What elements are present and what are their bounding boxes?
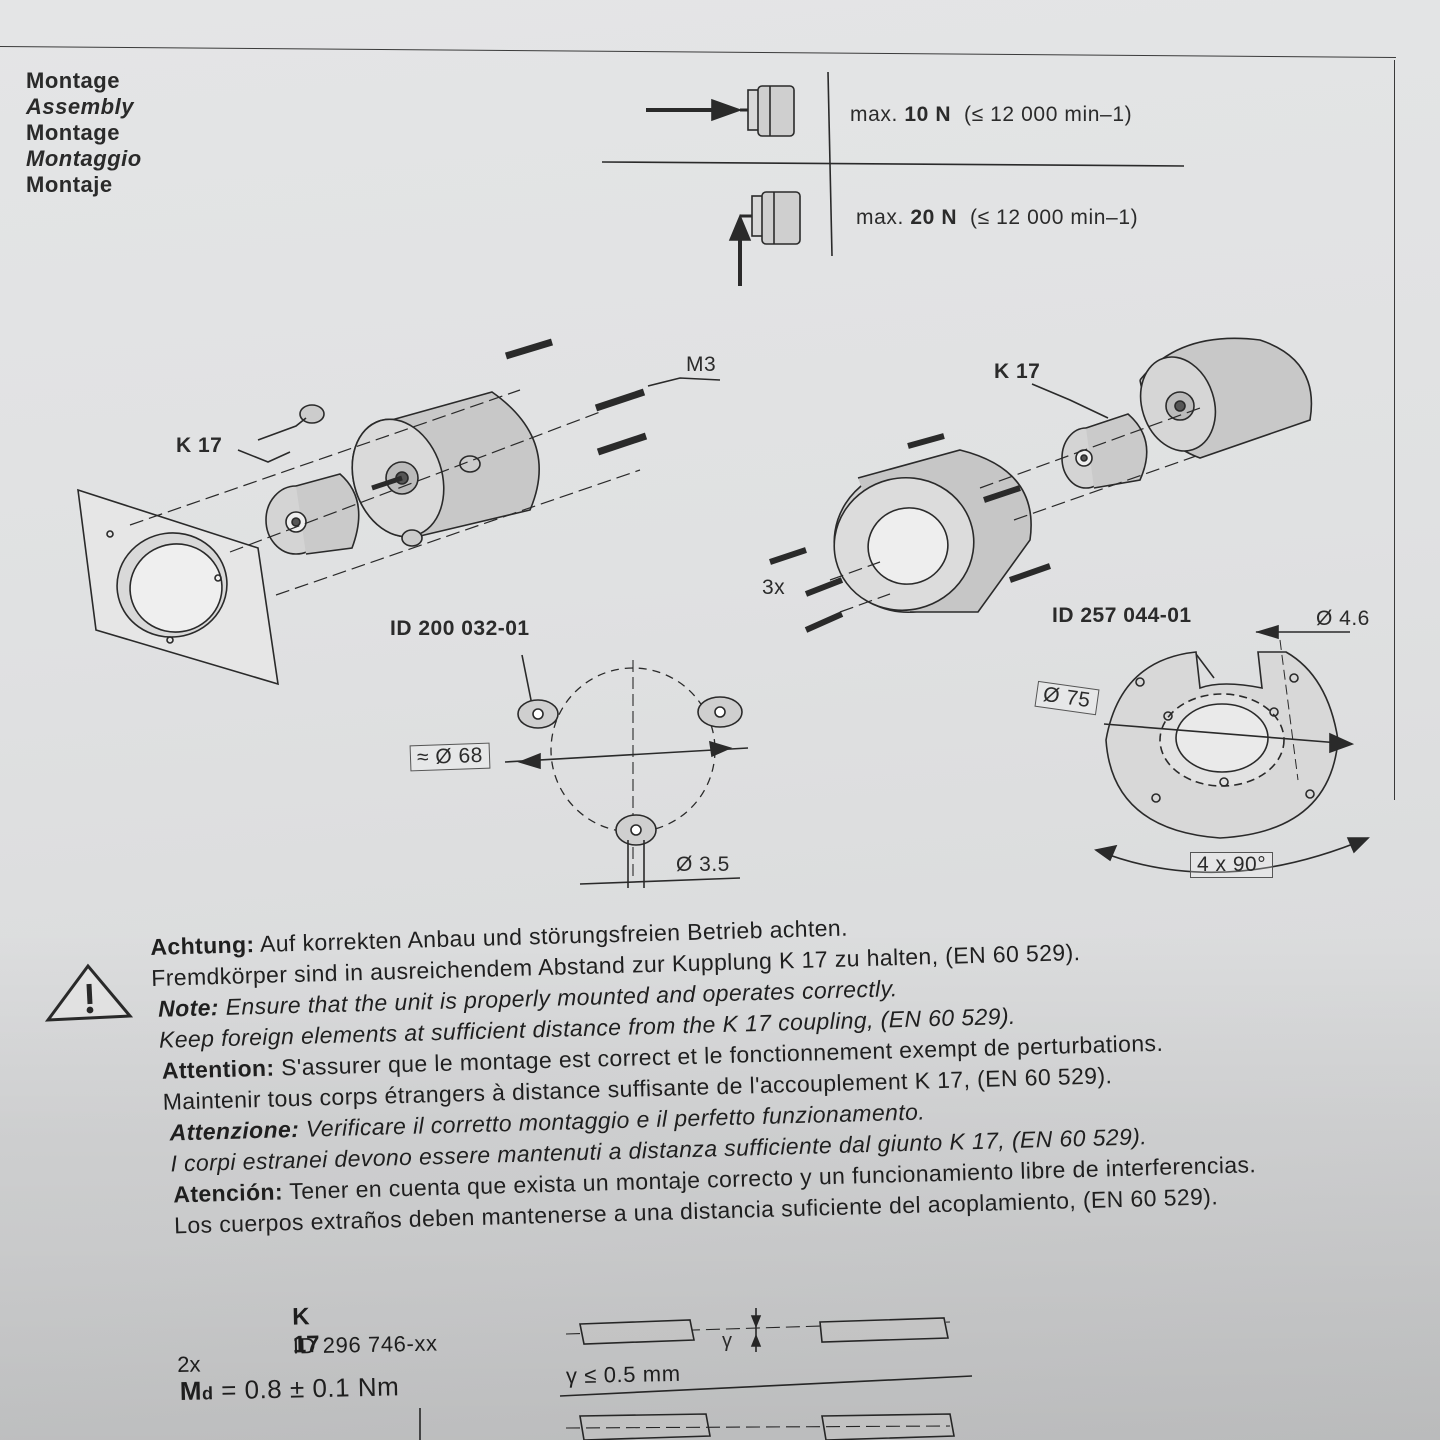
gamma-symbol: γ (722, 1330, 733, 1352)
left-part-id: ID 200 032-01 (390, 617, 530, 640)
load-table-hline (601, 161, 1185, 167)
left-hole-diameter: Ø 3.5 (676, 853, 730, 876)
coupling-id: ID 296 746-xx (292, 1330, 438, 1359)
torque-symbol: M (179, 1375, 203, 1406)
left-exploded-assembly (77, 338, 721, 686)
title-de: Montage (26, 68, 120, 93)
axial-load-prefix: max. (850, 103, 898, 126)
torque-value: = 0.8 ± 0.1 Nm (213, 1371, 400, 1406)
right-part-id: ID 257 044-01 (1052, 604, 1192, 627)
left-hole-pattern (504, 654, 749, 888)
angle-spacing-label: 4 x 90° (1190, 852, 1274, 878)
warning-keyword-es: Atención: (172, 1178, 284, 1208)
radial-load-speed: (≤ 12 000 min–1) (970, 206, 1139, 229)
title-list: Montage Assembly Montage Montaggio Monta… (26, 68, 142, 198)
left-coupling-label: K 17 (176, 434, 223, 457)
title-en: Assembly (26, 94, 134, 119)
radial-load-prefix: max. (856, 206, 904, 229)
tightening-torque: Md = 0.8 ± 0.1 Nm (179, 1371, 399, 1407)
right-hole-diameter: Ø 4.6 (1316, 607, 1370, 630)
gamma-limit: γ ≤ 0.5 mm (565, 1360, 681, 1389)
warning-keyword-fr: Attention: (161, 1054, 275, 1084)
right-exploded-assembly (769, 337, 1313, 633)
title-it: Montaggio (26, 146, 142, 171)
screw-size-label: M3 (686, 353, 717, 376)
warning-triangle-icon (44, 963, 134, 1022)
right-coupling-label: K 17 (994, 360, 1041, 383)
torque-subscript: d (201, 1383, 214, 1404)
left-pitch-diameter: ≈ Ø 68 (409, 742, 491, 772)
warning-text-block: Achtung: Auf korrekten Anbau und störung… (150, 896, 1440, 1242)
title-fr: Montage (26, 120, 120, 145)
axial-load-value: 10 N (904, 103, 952, 126)
title-es: Montaje (26, 172, 113, 197)
frame-right-border (1394, 60, 1395, 800)
radial-load-spec: max. 20 N (≤ 12 000 min–1) (856, 206, 1138, 230)
coupling-quantity: 2x (176, 1351, 201, 1377)
right-flange-pattern (1094, 624, 1370, 874)
warning-keyword-en: Note: (157, 994, 220, 1022)
warning-keyword-de: Achtung: (150, 931, 255, 960)
warning-keyword-it: Attenzione: (169, 1115, 300, 1146)
axial-load-speed: (≤ 12 000 min–1) (964, 103, 1133, 126)
screw-count-label: 3x (762, 576, 786, 599)
radial-load-icon (728, 191, 801, 286)
axial-load-icon (646, 85, 795, 137)
axial-load-spec: max. 10 N (≤ 12 000 min–1) (850, 103, 1132, 127)
radial-load-value: 20 N (910, 206, 958, 229)
misalignment-diagram (419, 1308, 973, 1440)
